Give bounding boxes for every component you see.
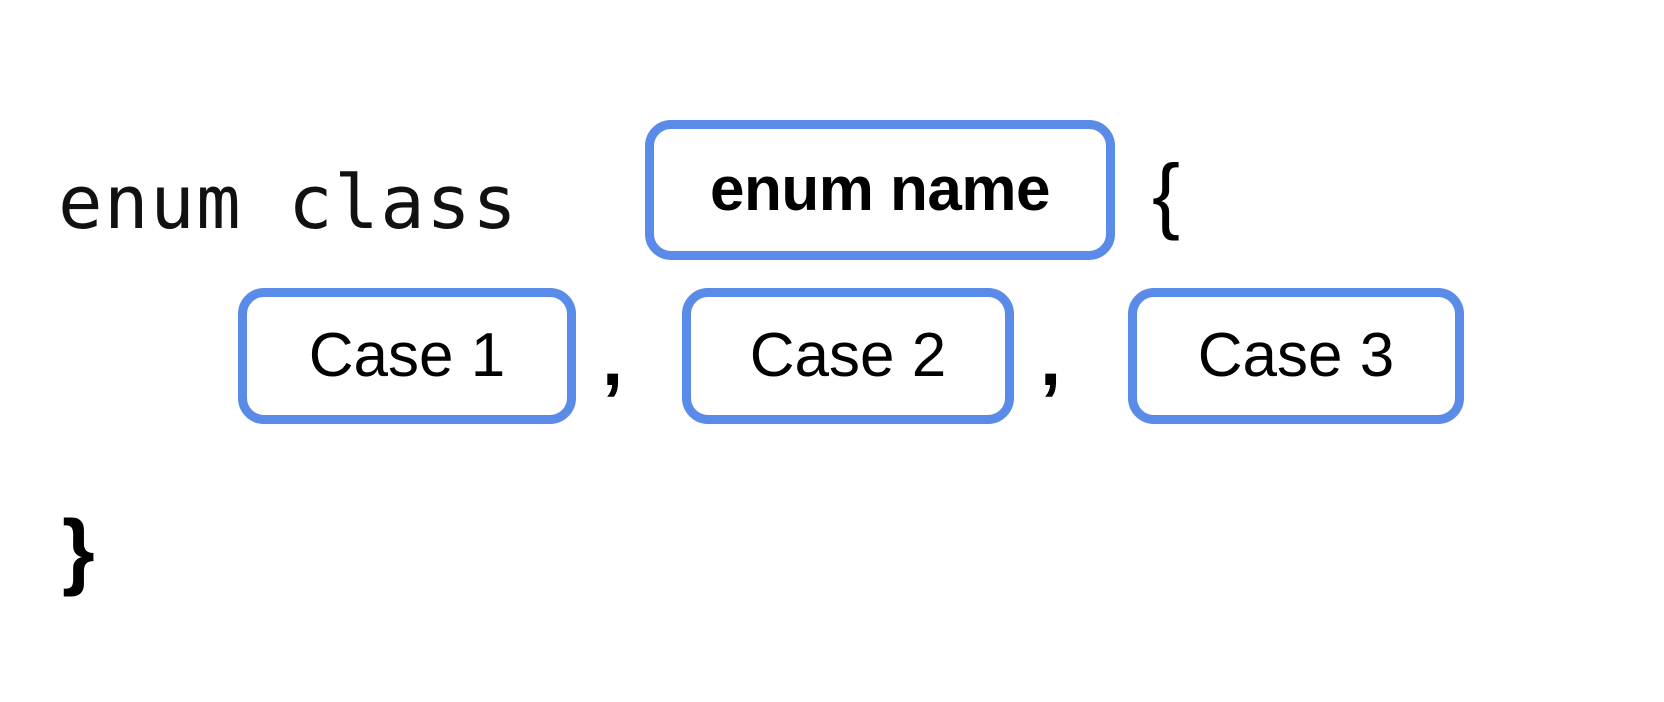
slot-case-1-label: Case 1	[308, 321, 506, 390]
comma-separator-1: ,	[602, 317, 624, 402]
slot-case-2[interactable]: Case 2	[682, 288, 1014, 424]
keyword-enum-class: enum class	[58, 160, 519, 246]
slot-enum-name[interactable]: enum name	[645, 120, 1115, 260]
slot-case-2-label: Case 2	[749, 321, 947, 390]
open-brace-token: {	[1152, 147, 1181, 241]
close-brace-token: }	[62, 503, 95, 597]
slot-case-3-label: Case 3	[1197, 321, 1395, 390]
slot-case-3[interactable]: Case 3	[1128, 288, 1464, 424]
slot-case-1[interactable]: Case 1	[238, 288, 576, 424]
comma-separator-2: ,	[1040, 317, 1062, 402]
slot-enum-name-label: enum name	[709, 155, 1051, 224]
